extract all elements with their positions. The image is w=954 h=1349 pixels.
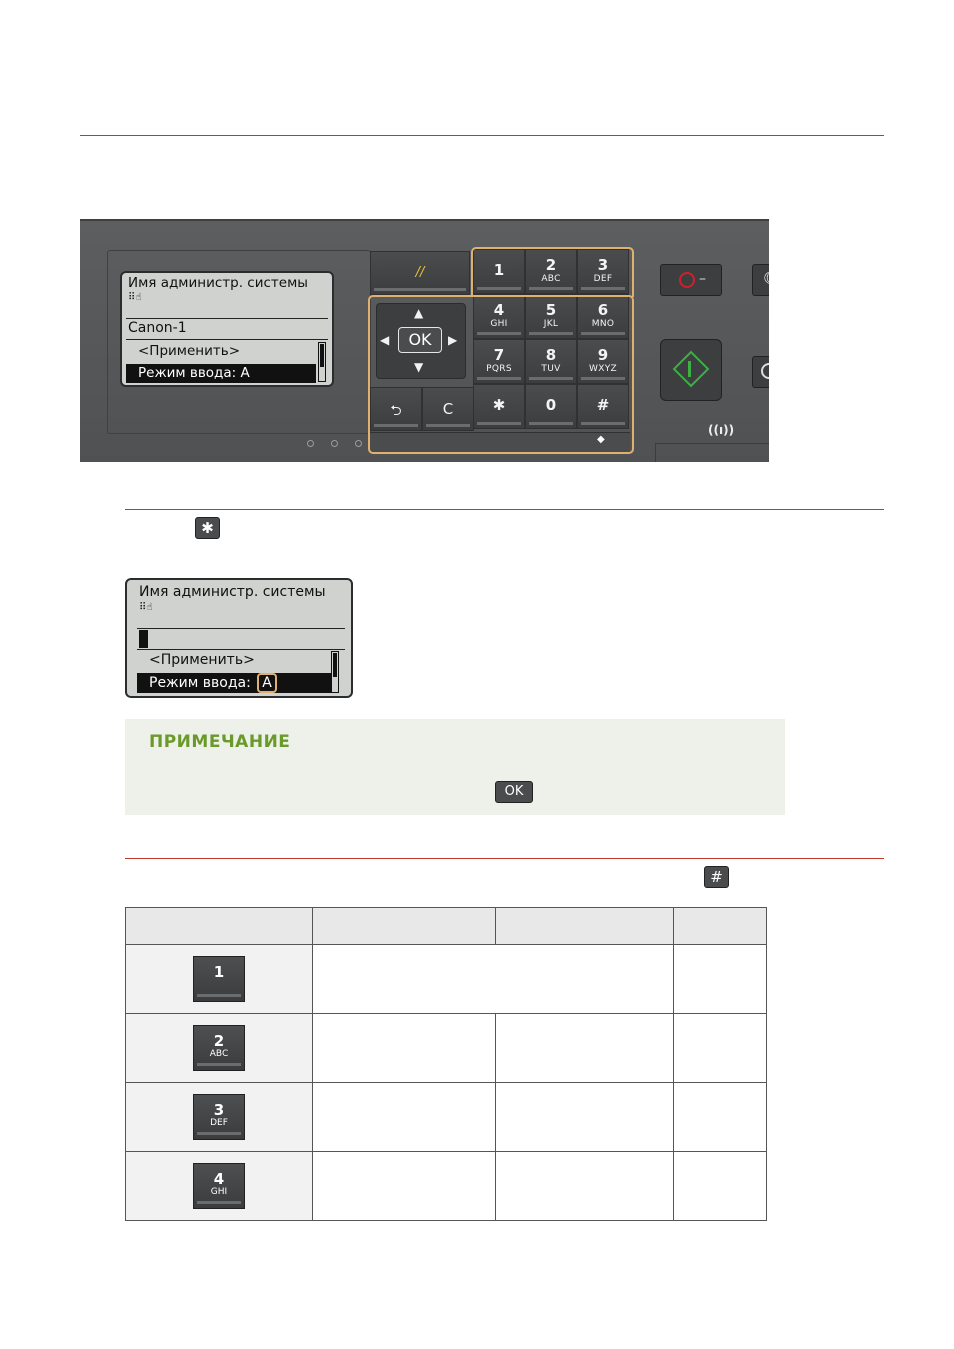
directional-pad (376, 303, 466, 379)
table-row: 4 GHI (125, 1151, 767, 1221)
note-title: ПРИМЕЧАНИЕ (149, 732, 291, 752)
keypad-key-9[interactable]: ✱ (473, 384, 525, 429)
wifi-indicator: ((ı)) (708, 423, 735, 437)
ok-key[interactable]: OK (398, 327, 442, 353)
keypad-key-10[interactable]: 0 (525, 384, 577, 429)
ok-key-icon: OK (495, 781, 533, 803)
lcd-title: Имя администр. системы (139, 584, 326, 600)
menu-button[interactable] (752, 356, 769, 388)
input-mode-key-table: 1 2 ABC 3 DEF (125, 907, 767, 1221)
step3-rule (125, 858, 884, 859)
table-row: 3 DEF (125, 1082, 767, 1152)
lcd-apply-item: <Применить> (138, 343, 241, 359)
lcd-input-mode-item: Режим ввода: A (137, 673, 331, 693)
lcd-scrollbar (318, 342, 326, 382)
back-key[interactable]: ⮌ (370, 387, 422, 431)
lcd-title: Имя администр. системы (128, 275, 308, 291)
printer-control-panel: Имя администр. системы ⠿☝ Canon-1 <Приме… (80, 219, 769, 462)
key-3-icon: 3 DEF (193, 1094, 245, 1140)
input-mode-value-highlight: A (257, 673, 277, 693)
keypad-highlight-top (471, 247, 634, 297)
star-key-icon: ✱ (195, 517, 220, 539)
step2-rule (125, 509, 884, 510)
top-rule (80, 135, 884, 136)
key-4-icon: 4 GHI (193, 1163, 245, 1209)
note-box: ПРИМЕЧАНИЕ OK (125, 719, 785, 815)
start-button[interactable] (660, 339, 722, 401)
reset-key[interactable]: // (370, 251, 470, 295)
down-arrow-key[interactable]: ▼ (414, 360, 424, 374)
stop-icon (679, 272, 695, 288)
keypad-bottom-strip (370, 432, 630, 453)
stop-button[interactable]: – (660, 264, 722, 296)
lcd-input-mode-item: Режим ввода: A (126, 364, 316, 383)
lcd-frame (107, 250, 371, 434)
diamond-indicator: ◆ (597, 434, 605, 445)
lcd-scrollbar (331, 651, 339, 693)
keypad-key-11[interactable]: # (577, 384, 629, 429)
step2-lcd-screen: Имя администр. системы ⠿☝ <Применить> Ре… (125, 578, 353, 698)
panel-lcd-screen: Имя администр. системы ⠿☝ Canon-1 <Приме… (120, 271, 334, 387)
hash-key-icon: # (704, 866, 729, 888)
energy-saver-button[interactable]: ☾ (752, 264, 769, 296)
lcd-apply-item: <Применить> (149, 652, 255, 668)
right-arrow-key[interactable]: ▶ (448, 333, 458, 347)
keypad-key-0[interactable]: 1 (473, 249, 525, 294)
table-row: 1 (125, 944, 767, 1014)
table-row: 2 ABC (125, 1013, 767, 1083)
key-2-icon: 2 ABC (193, 1025, 245, 1071)
panel-lower-ledge (655, 443, 769, 462)
keypad-highlight-main (368, 295, 634, 454)
table-header-row (125, 907, 767, 945)
touch-icon: ⠿☝ (128, 292, 142, 303)
up-arrow-key[interactable]: ▲ (414, 306, 424, 320)
start-icon (672, 350, 710, 388)
lcd-cursor (139, 630, 148, 648)
lcd-input-value: Canon-1 (128, 320, 187, 336)
touch-icon: ⠿☝ (139, 602, 153, 613)
moon-icon: ☾ (763, 269, 769, 289)
left-arrow-key[interactable]: ◀ (380, 333, 390, 347)
key-1-icon: 1 (193, 956, 245, 1002)
